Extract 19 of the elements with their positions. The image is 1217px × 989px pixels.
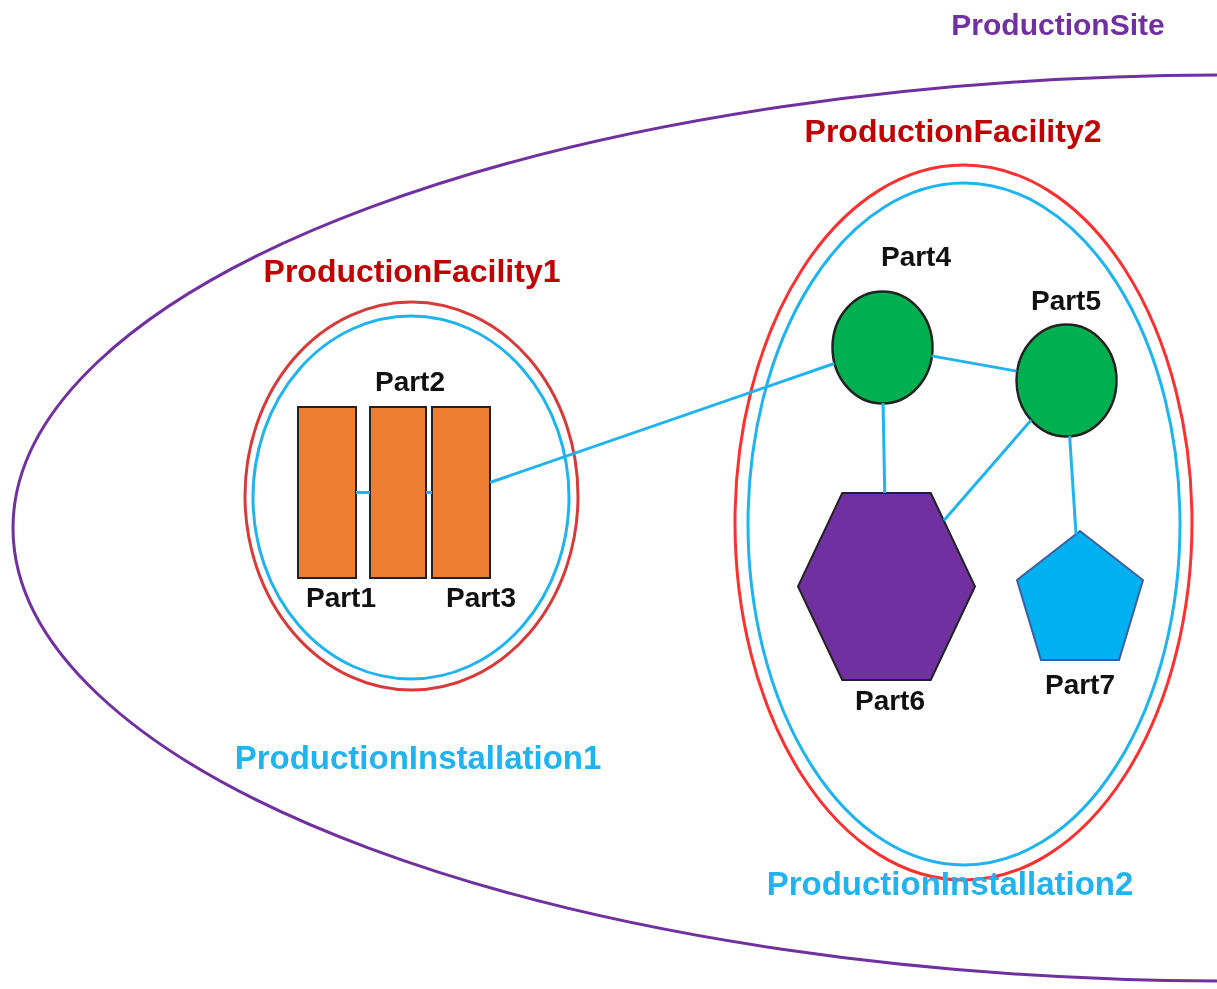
connector-line: [489, 362, 835, 484]
facility-label: ProductionFacility2: [804, 114, 1102, 150]
part-label: Part5: [1031, 286, 1101, 317]
part-label: Part1: [306, 583, 376, 614]
connector-line: [356, 491, 370, 494]
site-label: ProductionSite: [951, 8, 1165, 41]
connector-line: [881, 402, 887, 494]
part-label: Part4: [881, 242, 951, 273]
connector-line: [426, 491, 432, 494]
part-label: Part3: [446, 583, 516, 614]
part-label: Part6: [855, 686, 925, 717]
connector-line: [942, 419, 1033, 522]
installation-label: ProductionInstallation2: [766, 866, 1134, 903]
facility-label: ProductionFacility1: [263, 254, 561, 290]
connector-line: [931, 354, 1017, 373]
connector-line: [1068, 435, 1078, 535]
part-label: Part7: [1045, 670, 1115, 701]
part-label: Part2: [375, 367, 445, 398]
installation-label: ProductionInstallation1: [234, 740, 602, 777]
